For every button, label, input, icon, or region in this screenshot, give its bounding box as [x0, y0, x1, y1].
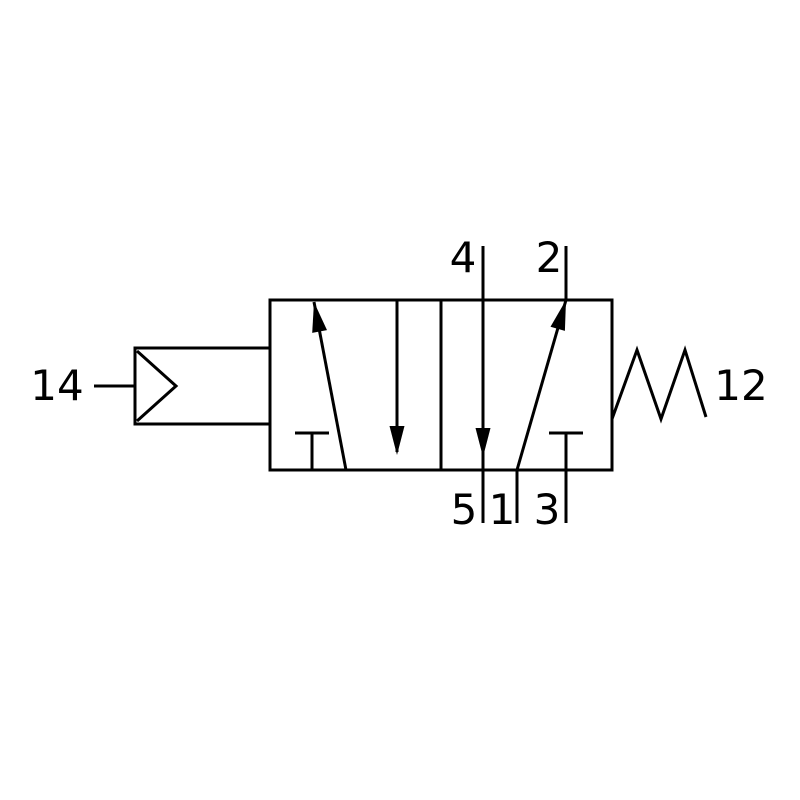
arrowhead-down-icon	[475, 428, 491, 457]
port-3-label: 3	[534, 485, 561, 534]
spring-return-icon	[610, 345, 708, 424]
port-5-label: 5	[451, 485, 478, 534]
pilot-box	[133, 346, 272, 426]
port-1-label: 1	[489, 485, 516, 534]
port-2-label: 2	[536, 233, 563, 282]
pilot-label: 14	[30, 361, 83, 410]
arrowhead-up-icon	[312, 302, 327, 333]
spring-label: 12	[714, 361, 767, 410]
arrowhead-down-icon	[389, 426, 405, 455]
pilot-chevron-icon	[135, 349, 179, 423]
port-4-label: 4	[450, 233, 477, 282]
arrowhead-up-icon	[550, 300, 566, 331]
